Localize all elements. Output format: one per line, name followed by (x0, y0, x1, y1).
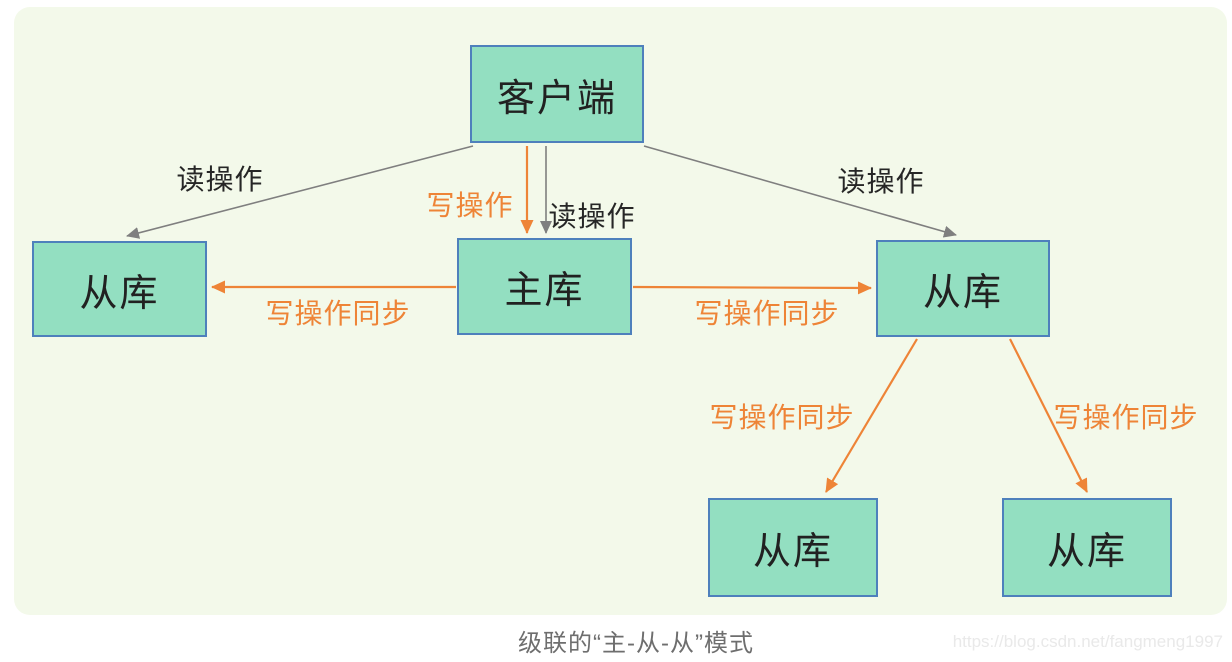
watermark-url: https://blog.csdn.net/fangmeng1997 (952, 632, 1223, 651)
edge-label-sync-left: 写操作同步 (265, 298, 411, 329)
node-client-label: 客户端 (496, 77, 617, 120)
node-slave-right-label: 从库 (922, 272, 1003, 314)
edge-label-sync-right: 写操作同步 (694, 298, 840, 329)
edge-label-sync-bottom-left: 写操作同步 (709, 402, 855, 433)
node-slave-bottom-right: 从库 (1002, 498, 1172, 597)
node-slave-left: 从库 (32, 241, 207, 337)
diagram-caption: 级联的“主-从-从”模式 (518, 630, 754, 657)
node-client: 客户端 (470, 45, 644, 143)
node-slave-bottom-right-label: 从库 (1046, 531, 1127, 573)
edge-label-sync-bottom-right: 写操作同步 (1053, 402, 1199, 433)
edge-label-read-right: 读操作 (837, 166, 925, 197)
node-master: 主库 (457, 238, 632, 335)
node-slave-bottom-left-label: 从库 (752, 531, 833, 573)
node-master-label: 主库 (504, 270, 585, 312)
node-slave-bottom-left: 从库 (708, 498, 878, 597)
edge-label-write-center: 写操作 (426, 190, 514, 221)
node-slave-left-label: 从库 (79, 272, 160, 315)
node-slave-right: 从库 (876, 240, 1050, 337)
edge-label-read-left: 读操作 (176, 164, 264, 195)
edge-label-read-center: 读操作 (548, 201, 636, 232)
